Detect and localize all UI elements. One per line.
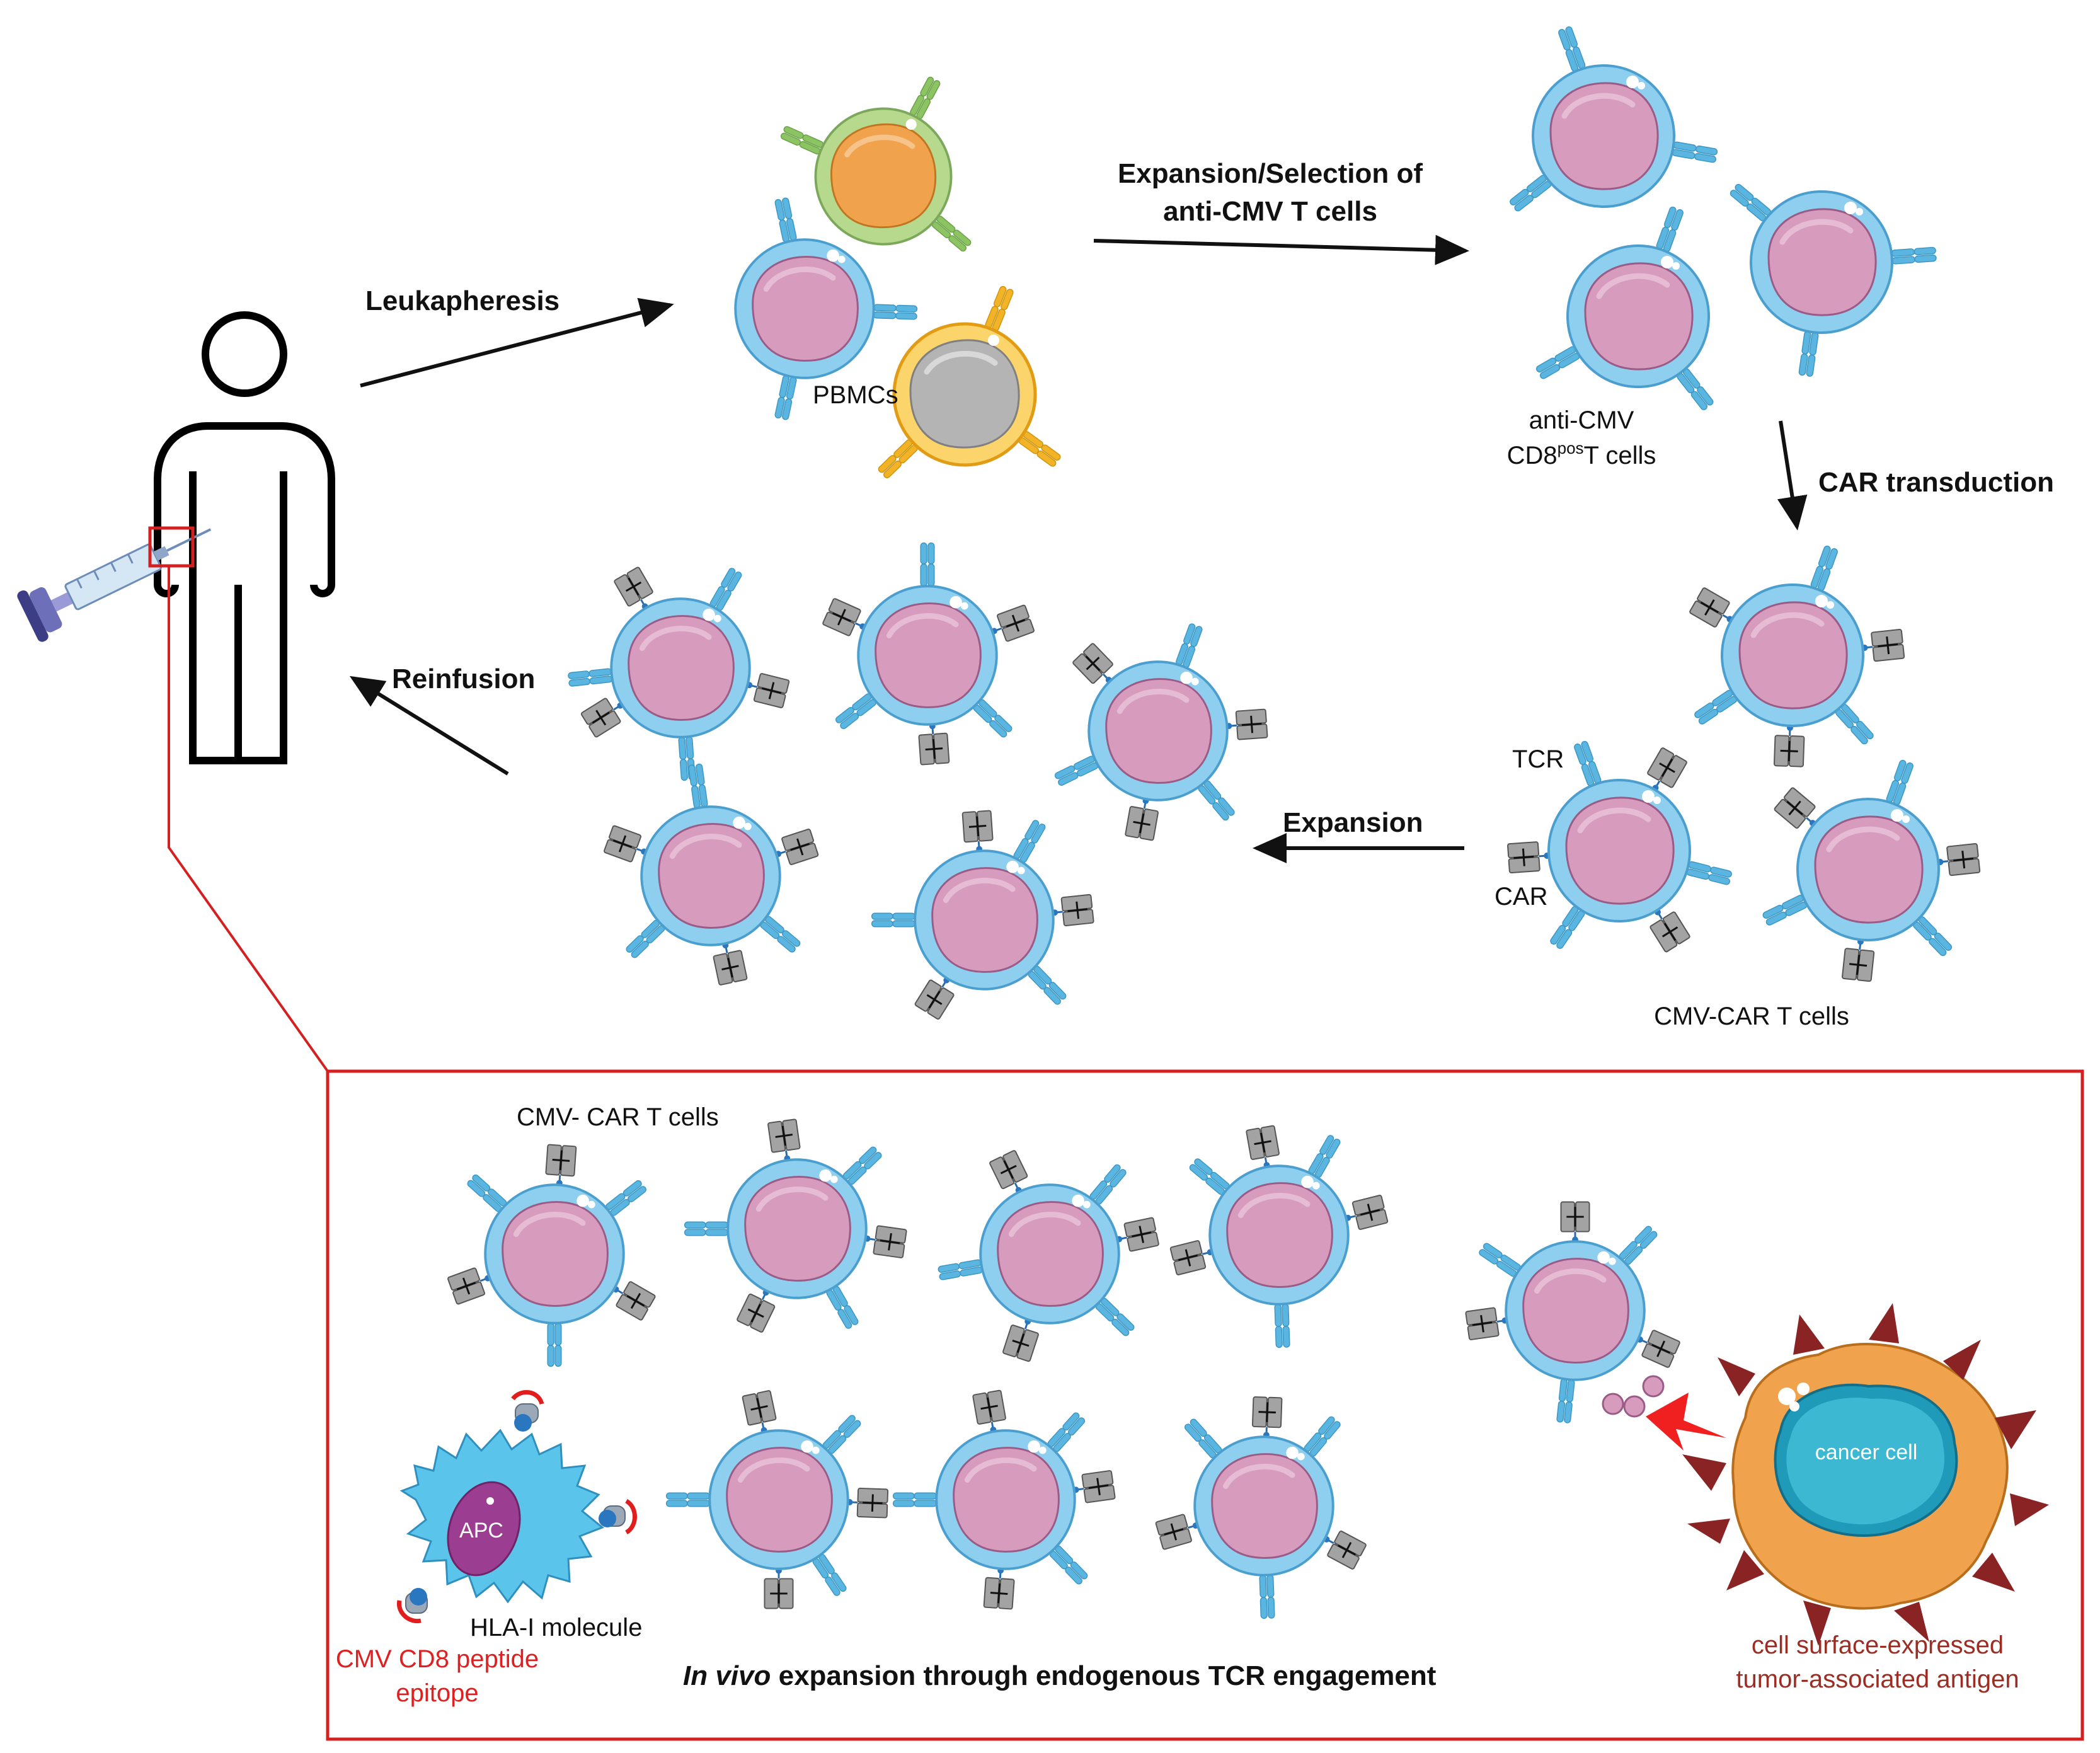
label-car-transduction: CAR transduction: [1818, 467, 2054, 498]
apc-cell: [399, 1428, 604, 1604]
expanded-car-t-cell-3: [1053, 622, 1269, 842]
label-cd8-pos-t-cells: CD8posT cells: [1507, 439, 1656, 469]
label-apc: APC: [459, 1519, 503, 1543]
label-in-vivo-expansion: In vivo expansion through endogenous TCR…: [683, 1660, 1437, 1691]
arrow-expansion-selection: [1093, 234, 1469, 265]
syringe-icon: [17, 528, 212, 642]
arrow-car-transduction: [1777, 420, 1808, 531]
inset-car-t-cell-7: [892, 1389, 1116, 1611]
label-t-cells: T cells: [1584, 442, 1656, 469]
inset-car-t-cell-4: [1169, 1124, 1389, 1348]
label-inset-cmv-car-t-cells: CMV- CAR T cells: [517, 1103, 719, 1131]
anti-cmv-t-cell-1: [1508, 25, 1718, 213]
callout-connector: [168, 566, 329, 1072]
label-in-vivo-italic: In vivo: [683, 1660, 771, 1691]
label-cancer-cell: cancer cell: [1815, 1440, 1918, 1464]
label-anti-cmv: anti-CMV: [1529, 406, 1634, 434]
patient-figure: [154, 311, 335, 764]
label-expansion-selection-2: anti-CMV T cells: [1163, 196, 1377, 227]
label-hla-molecule: HLA-I molecule: [470, 1614, 642, 1641]
anti-cmv-t-cell-3: [1728, 182, 1937, 377]
injection-site-box: [148, 526, 195, 568]
inset-car-t-cell-1: [446, 1143, 657, 1367]
inset-car-t-cell-6: [665, 1389, 889, 1609]
hla-peptide-complex-bottom: [397, 1588, 428, 1624]
label-pbmcs: PBMCs: [813, 381, 898, 409]
label-antigen-1: cell surface-expressed: [1752, 1631, 2004, 1659]
label-antigen-2: tumor-associated antigen: [1736, 1665, 2019, 1693]
pbmc-b-cell: [779, 76, 973, 253]
label-leukapheresis: Leukapheresis: [365, 285, 559, 316]
expanded-car-t-cell-2: [821, 542, 1036, 766]
label-pos-superscript: pos: [1558, 439, 1584, 457]
lightning-bolt-icon: [1646, 1393, 1726, 1451]
expanded-car-t-cell-1: [567, 565, 791, 781]
anti-cmv-t-cell-2: [1535, 205, 1715, 411]
label-car: CAR: [1495, 883, 1547, 911]
label-expansion-selection-1: Expansion/Selection of: [1118, 158, 1423, 189]
pbmc-monocyte: [876, 285, 1062, 480]
label-in-vivo-rest: expansion through endogenous TCR engagem…: [771, 1660, 1436, 1691]
hla-peptide-complex-right: [599, 1498, 637, 1535]
cmv-car-t-cell-3: [1761, 759, 1981, 982]
cancer-cell: [1682, 1303, 2049, 1646]
label-expansion: Expansion: [1283, 807, 1423, 838]
arrow-leukapheresis: [360, 297, 674, 388]
arrow-reinfusion: [349, 675, 509, 776]
cmv-car-t-cell-1: [1688, 544, 1905, 768]
hla-peptide-complex-top: [511, 1390, 544, 1432]
inset-car-t-cell-2: [684, 1118, 908, 1334]
label-cd8: CD8: [1507, 442, 1558, 469]
expanded-car-t-cell-4: [602, 763, 820, 986]
label-reinfusion: Reinfusion: [392, 664, 535, 694]
label-tcr: TCR: [1512, 745, 1564, 773]
inset-car-t-cell-8: [1154, 1396, 1368, 1619]
in-vivo-inset-panel: [326, 1069, 2084, 1741]
label-epitope-1: CMV CD8 peptide: [336, 1645, 539, 1673]
label-epitope-2: epitope: [396, 1679, 478, 1707]
expanded-car-t-cell-5: [871, 809, 1095, 1021]
label-cmv-car-t-cells: CMV-CAR T cells: [1654, 1003, 1849, 1030]
inset-car-t-cell-3: [937, 1149, 1160, 1363]
cytotoxic-granules: [1602, 1375, 1665, 1418]
